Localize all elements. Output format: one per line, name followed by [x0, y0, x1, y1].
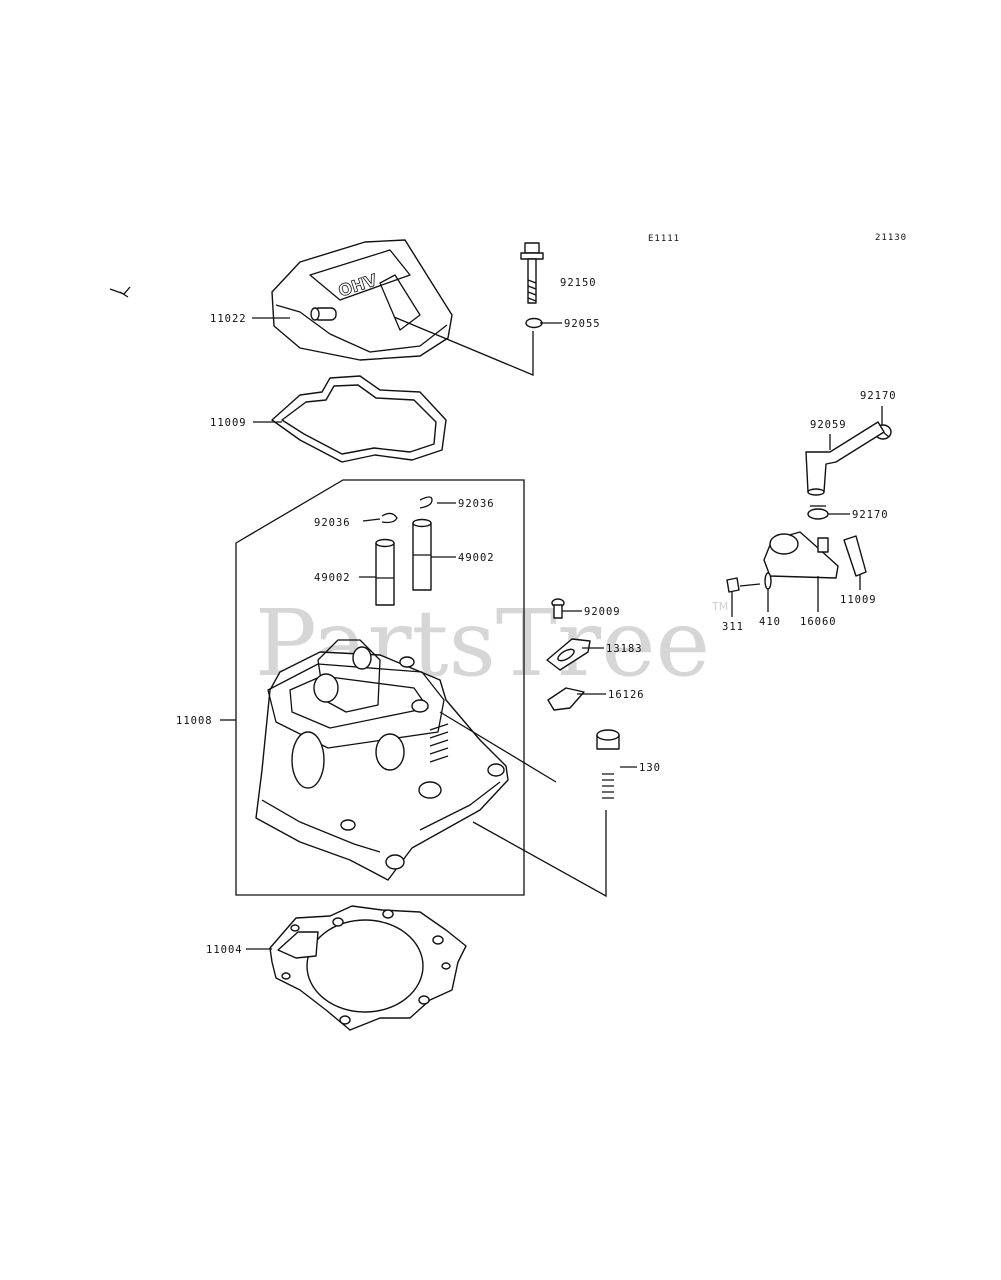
part-label-16060[interactable]: 16060	[800, 616, 837, 628]
watermark-tm: TM	[711, 600, 728, 613]
part-label-92170-bottom[interactable]: 92170	[852, 509, 889, 521]
direction-arrow-icon	[109, 286, 131, 298]
o-ring-92055-part[interactable]	[525, 317, 543, 329]
part-label-11008[interactable]: 11008	[176, 715, 213, 727]
cylinder-head-part[interactable]	[255, 639, 509, 881]
part-label-410[interactable]: 410	[759, 616, 781, 628]
clip-92036-right-part[interactable]	[419, 496, 433, 509]
part-labels: 11022 92150 92055 11009 92036 92036 4900…	[176, 277, 897, 956]
cover-gasket-part[interactable]	[271, 375, 447, 463]
bolt-92150-part[interactable]	[520, 242, 544, 304]
valve-cover-part[interactable]: OHV	[271, 239, 453, 361]
part-label-92170-top[interactable]: 92170	[860, 390, 897, 402]
part-label-11009-right[interactable]: 11009	[840, 594, 877, 606]
part-label-92150[interactable]: 92150	[560, 277, 597, 289]
part-label-92009[interactable]: 92009	[584, 606, 621, 618]
part-label-11022[interactable]: 11022	[210, 313, 247, 325]
part-label-130[interactable]: 130	[639, 762, 661, 774]
part-label-49002-left[interactable]: 49002	[314, 572, 351, 584]
part-label-16126[interactable]: 16126	[608, 689, 645, 701]
clip-92036-left-part[interactable]	[381, 512, 398, 524]
head-gasket-part[interactable]	[269, 905, 467, 1031]
diagram-code-left: E1111	[648, 234, 680, 244]
part-label-92036-right[interactable]: 92036	[458, 498, 495, 510]
diagram-code-right: 21130	[875, 233, 907, 243]
head-bolt-leader	[472, 810, 607, 898]
part-label-92055[interactable]: 92055	[564, 318, 601, 330]
part-label-11009-cover[interactable]: 11009	[210, 417, 247, 429]
part-label-13183[interactable]: 13183	[606, 643, 643, 655]
part-label-49002-right[interactable]: 49002	[458, 552, 495, 564]
head-bolt-130-part[interactable]	[596, 729, 620, 799]
part-label-11004[interactable]: 11004	[206, 944, 243, 956]
washer-410-part[interactable]	[764, 572, 772, 590]
plug-16126-part[interactable]	[547, 687, 585, 711]
part-label-92036-left[interactable]: 92036	[314, 517, 351, 529]
label-leaders	[220, 317, 883, 950]
screw-92009-part[interactable]	[551, 598, 565, 619]
hose-92059-part[interactable]	[805, 421, 885, 496]
clamp-92170-bottom-part[interactable]	[807, 505, 829, 520]
nut-311-part[interactable]	[726, 577, 740, 593]
part-label-311[interactable]: 311	[722, 621, 744, 633]
part-label-92059[interactable]: 92059	[810, 419, 847, 431]
nut-washer-leader	[739, 583, 761, 587]
gasket-11009-right-part[interactable]	[843, 535, 867, 577]
plate-13183-part[interactable]	[546, 638, 591, 671]
valve-guide-right-part[interactable]	[412, 518, 432, 591]
fitting-16060-part[interactable]	[763, 531, 839, 579]
cover-bolt-leader	[393, 316, 534, 376]
cylinder-head-box	[235, 479, 525, 896]
screw-leader	[439, 711, 557, 783]
valve-guide-left-part[interactable]	[375, 538, 395, 606]
